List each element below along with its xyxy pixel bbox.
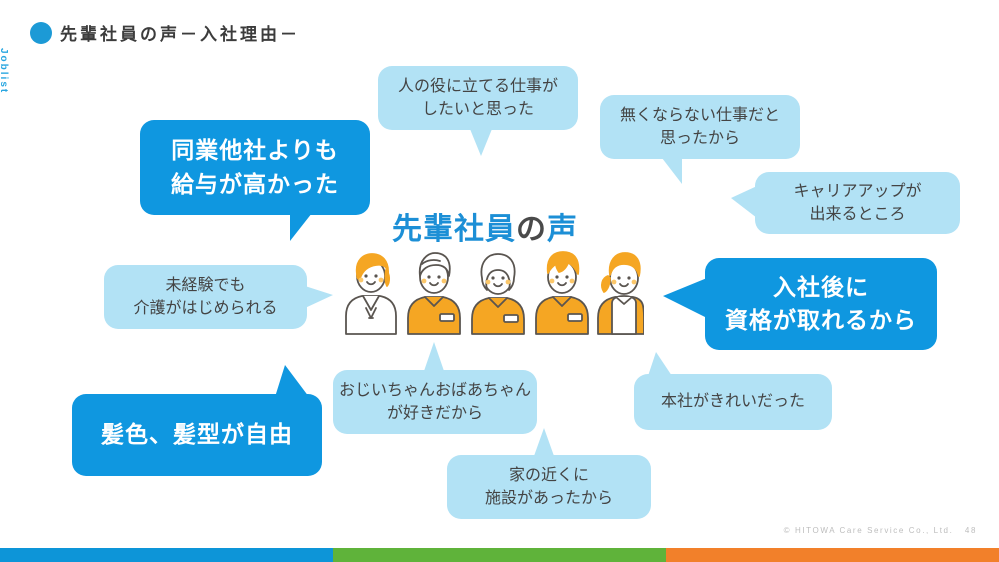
bubble-tail-qualification bbox=[663, 278, 707, 318]
page-title: 先輩社員の声－入社理由－ bbox=[60, 25, 300, 44]
bubble-job-secure: 無くならない仕事だと 思ったから bbox=[600, 95, 800, 159]
slide-header: 先輩社員の声－入社理由－ bbox=[0, 0, 999, 60]
bubble-text: 入社後に 資格が取れるから bbox=[725, 273, 917, 333]
header-bullet-icon bbox=[30, 22, 52, 44]
bubble-no-experience: 未経験でも 介護がはじめられる bbox=[104, 265, 307, 329]
copyright-notice: © HITOWA Care Service Co., Ltd. 48 bbox=[784, 526, 977, 535]
bubble-tail-no-experience bbox=[305, 286, 333, 308]
bubble-tail-pay-higher bbox=[290, 213, 312, 241]
bubble-tail-job-secure bbox=[662, 158, 682, 184]
brand-label-vertical: Joblist bbox=[0, 48, 9, 95]
bubble-text: キャリアアップが 出来るところ bbox=[793, 182, 922, 223]
bubble-love-elderly: おじいちゃんおばあちゃん が好きだから bbox=[333, 370, 537, 434]
bubble-qualification: 入社後に 資格が取れるから bbox=[705, 258, 937, 350]
person-5 bbox=[597, 252, 645, 335]
bubble-help-people: 人の役に立てる仕事が したいと思った bbox=[378, 66, 578, 130]
bubble-text: 本社がきれいだった bbox=[660, 393, 805, 411]
bubble-tail-near-home bbox=[534, 428, 554, 456]
center-heading-part-1: 先輩社員 bbox=[392, 213, 516, 246]
bubble-tail-career-up bbox=[731, 186, 757, 218]
page-number: 48 bbox=[964, 526, 977, 535]
copyright-text: © HITOWA Care Service Co., Ltd. bbox=[783, 526, 954, 535]
bubble-text: おじいちゃんおばあちゃん が好きだから bbox=[338, 381, 531, 422]
bubble-tail-clean-office bbox=[648, 352, 672, 376]
bubble-tail-hair-free bbox=[275, 365, 309, 397]
bubble-pay-higher: 同業他社よりも 給与が高かった bbox=[140, 120, 370, 215]
footer-bar-blue bbox=[0, 548, 333, 562]
bubble-text: 人の役に立てる仕事が したいと思った bbox=[397, 77, 558, 118]
center-heading: 先輩社員の声 bbox=[392, 204, 578, 248]
bubble-tail-love-elderly bbox=[424, 342, 444, 371]
footer-bar-orange bbox=[666, 548, 999, 562]
person-4 bbox=[535, 251, 589, 335]
bubble-near-home: 家の近くに 施設があったから bbox=[447, 455, 651, 519]
bubble-text: 同業他社よりも 給与が高かった bbox=[171, 137, 339, 197]
bubble-tail-help-people bbox=[470, 129, 492, 156]
person-3 bbox=[471, 253, 525, 335]
bubble-hair-free: 髪色、髪型が自由 bbox=[72, 394, 322, 476]
bubble-text: 髪色、髪型が自由 bbox=[101, 421, 293, 448]
bubble-clean-office: 本社がきれいだった bbox=[634, 374, 832, 430]
footer-bar-green bbox=[333, 548, 666, 562]
bubble-text: 無くならない仕事だと 思ったから bbox=[619, 106, 780, 147]
center-heading-part-3: 声 bbox=[547, 213, 578, 246]
bubble-text: 家の近くに 施設があったから bbox=[484, 466, 613, 507]
bubble-career-up: キャリアアップが 出来るところ bbox=[755, 172, 960, 234]
person-1 bbox=[345, 253, 397, 335]
bubble-text: 未経験でも 介護がはじめられる bbox=[133, 276, 278, 317]
center-heading-part-2: の bbox=[516, 213, 547, 246]
staff-illustration bbox=[336, 248, 645, 346]
footer-color-bar bbox=[0, 548, 999, 562]
person-2 bbox=[407, 252, 461, 335]
